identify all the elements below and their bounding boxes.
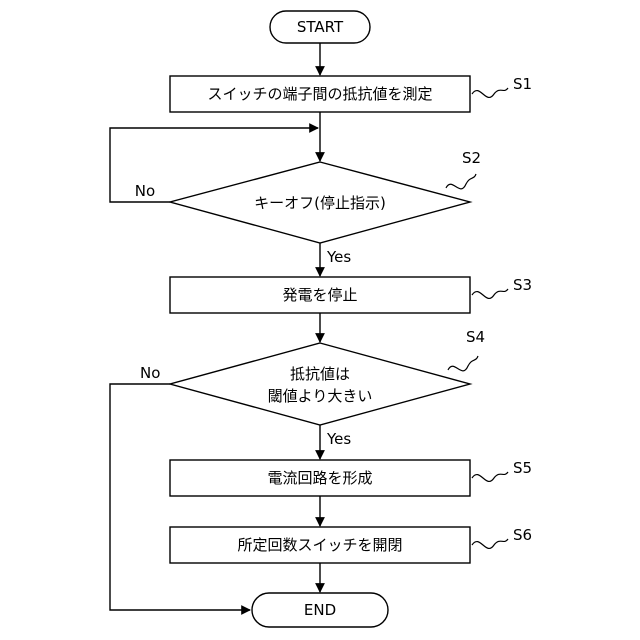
step-label-s1: S1 — [513, 75, 532, 93]
branch-label-s4-no: No — [140, 364, 160, 382]
branch-label-s2-no: No — [135, 182, 155, 200]
connector-s4-no-end — [110, 384, 250, 610]
step-leader-s3 — [472, 289, 508, 298]
end-text: END — [304, 601, 336, 619]
step-label-s4: S4 — [466, 328, 485, 346]
decision-text-s4-line1: 抵抗値は — [290, 365, 350, 383]
decision-text-s4-line2: 閾値より大きい — [268, 387, 373, 405]
step-leader-s2 — [446, 174, 476, 189]
step-leader-s1 — [472, 88, 508, 97]
process-text-s1: スイッチの端子間の抵抗値を測定 — [207, 85, 432, 103]
branch-label-s2-yes: Yes — [326, 248, 351, 266]
step-label-s5: S5 — [513, 459, 532, 477]
process-text-s6: 所定回数スイッチを開閉 — [237, 536, 402, 554]
decision-diamond-s4 — [170, 343, 470, 425]
step-leader-s6 — [472, 539, 508, 548]
step-label-s3: S3 — [513, 276, 532, 294]
process-text-s5: 電流回路を形成 — [267, 469, 372, 487]
step-leader-s4 — [448, 356, 478, 371]
step-leader-s5 — [472, 472, 508, 481]
branch-label-s4-yes: Yes — [326, 430, 351, 448]
step-label-s6: S6 — [513, 526, 532, 544]
process-text-s3: 発電を停止 — [282, 286, 357, 304]
step-label-s2: S2 — [462, 149, 481, 167]
decision-text-s2: キーオフ(停止指示) — [254, 194, 386, 212]
start-text: START — [297, 18, 344, 36]
